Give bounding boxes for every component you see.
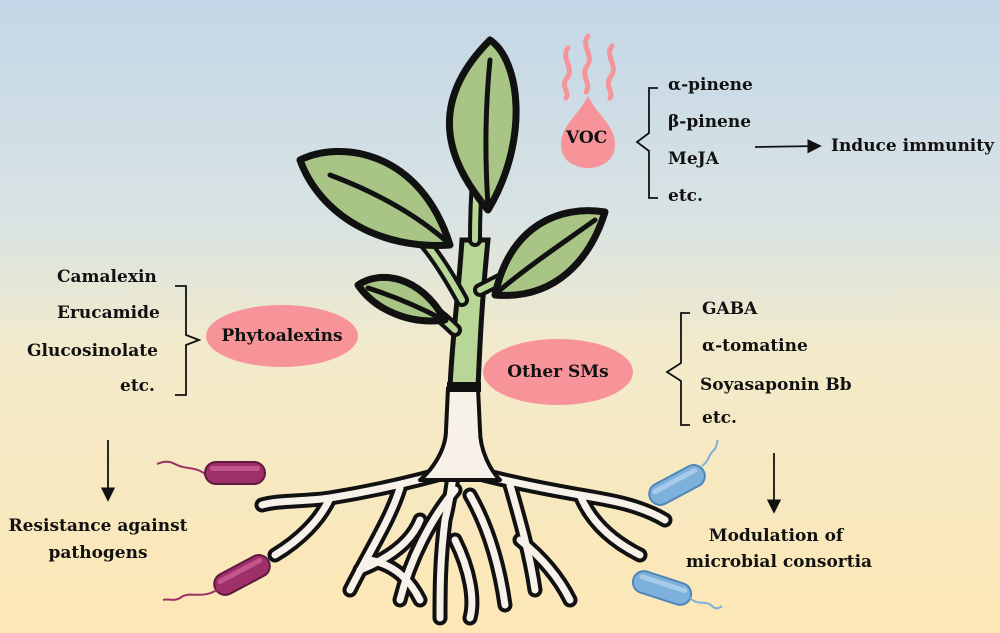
voc-drop-icon — [561, 96, 615, 168]
modulation-label-line1: Modulation of — [708, 526, 844, 546]
voc-item-2: β-pinene — [668, 112, 752, 132]
voc-item-4: etc. — [668, 186, 703, 206]
other-sm-item-3: Soyasaponin Bb — [700, 375, 852, 395]
phytoalexin-item-1: Camalexin — [57, 267, 157, 287]
modulation-label-line2: microbial consortia — [686, 552, 873, 572]
phytoalexins-ellipse: Phytoalexins — [206, 305, 358, 367]
resistance-label-line1: Resistance against — [8, 516, 188, 536]
induce-immunity-label: Induce immunity — [831, 136, 994, 156]
phytoalexin-item-4: etc. — [120, 376, 155, 396]
beneficial-bacteria — [631, 439, 723, 610]
voc-item-1: α-pinene — [668, 75, 753, 95]
voc-item-3: MeJA — [668, 149, 719, 169]
top-leaf — [446, 36, 520, 214]
stem — [447, 237, 491, 391]
other-sm-item-4: etc. — [702, 408, 737, 428]
resistance-label-line2: pathogens — [48, 543, 148, 563]
arrow-induce-immunity — [754, 138, 822, 154]
other-sm-item-2: α-tomatine — [702, 336, 808, 356]
brackets — [175, 87, 690, 426]
left-leaf — [296, 147, 454, 249]
other-sm-item-1: GABA — [702, 299, 758, 319]
phytoalexin-item-3: Glucosinolate — [27, 341, 158, 361]
voc-label: VOC — [566, 128, 608, 148]
pathogen-bacteria — [156, 460, 271, 601]
phytoalexin-item-2: Erucamide — [57, 303, 160, 323]
voc-wisps — [561, 33, 616, 101]
root-system — [254, 386, 673, 626]
other-sms-ellipse: Other SMs — [483, 339, 633, 405]
